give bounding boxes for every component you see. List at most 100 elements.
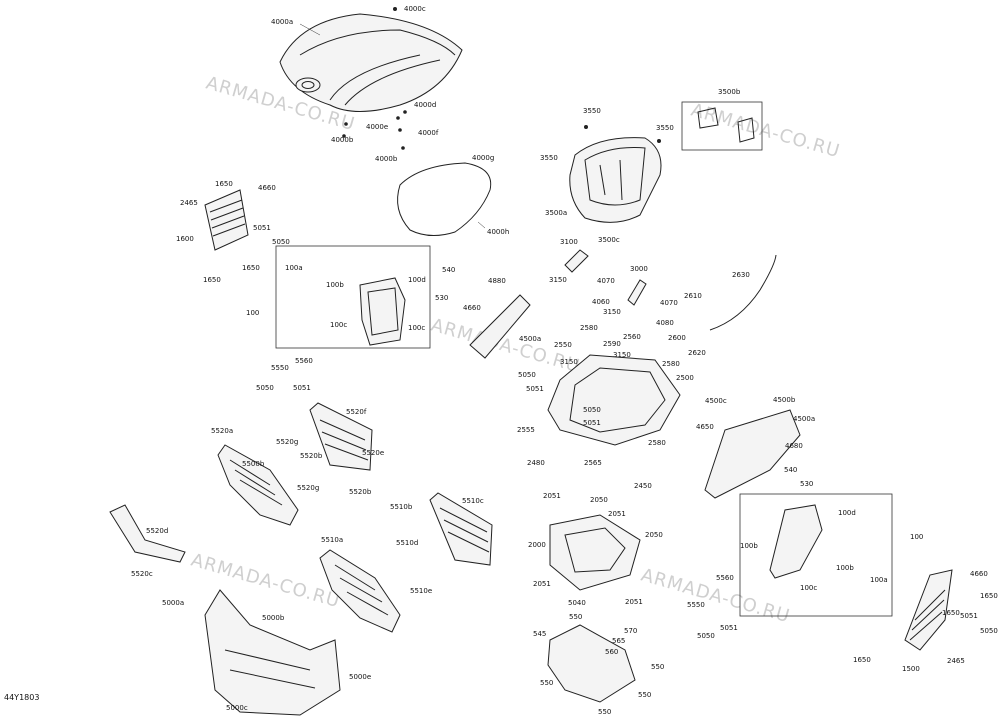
part-label: 5560 [716,574,734,582]
part-label: 2580 [648,439,666,447]
part-label: 550 [569,613,582,621]
part-label: 4000h [487,228,509,236]
part-label: 4000e [366,123,388,131]
part-label: 100d [838,509,856,517]
detail-box-100-lower [739,493,893,617]
part-label: 1650 [853,656,871,664]
storage-bin-part [569,137,662,223]
part-label: 100c [330,321,347,329]
part-label: 1650 [203,276,221,284]
bumper-detail [224,649,316,689]
part-label: 5520e [362,449,384,457]
part-label: 100 [246,309,259,317]
hood-fasteners [342,110,407,150]
part-label: 5550 [687,601,705,609]
latch-part [737,117,755,143]
screw [657,139,661,143]
grille-slats [439,507,490,553]
part-label: 5510b [390,503,413,511]
part-label: 5520a [211,427,233,435]
side-grille-right-part [904,569,953,651]
part-label: 100d [408,276,426,284]
leader-line [299,23,321,36]
part-label: 1650 [980,592,998,600]
part-label: 5520g [276,438,298,446]
part-label: 2050 [645,531,663,539]
bracket-detail [564,527,626,573]
bracket-part [627,279,647,306]
part-label: 5520c [131,570,153,578]
headlight-bracket-part [359,277,406,346]
part-label: 2620 [688,349,706,357]
part-label: 540 [784,466,797,474]
part-label: 2580 [662,360,680,368]
part-label: 2550 [554,341,572,349]
part-label: 1650 [215,180,233,188]
part-label: 4000b [331,136,354,144]
part-label: 100 [910,533,923,541]
part-label: 550 [540,679,553,687]
hood-seal-ring [397,162,492,236]
part-label: 2630 [732,271,750,279]
part-label: 2051 [625,598,643,606]
cable-part [709,254,777,331]
side-trim-part [469,294,531,359]
part-label: 100a [870,576,888,584]
upper-grille-part [309,402,373,471]
part-label: 4500a [793,415,815,423]
part-label: 2610 [684,292,702,300]
part-label: 2050 [590,496,608,504]
latch-part [697,107,719,129]
grille-slats [909,589,946,641]
part-label: 2051 [608,510,626,518]
part-label: 2590 [603,340,621,348]
grille-slats [229,459,283,506]
part-label: 5050 [583,406,601,414]
part-label: 100b [740,542,758,550]
lower-grille-right-part [319,549,401,633]
part-label: 530 [800,480,813,488]
side-panel-part [704,409,801,499]
part-label: 565 [612,637,625,645]
part-label: 3150 [613,351,631,359]
part-label: 5050 [980,627,998,635]
part-label: 1650 [942,609,960,617]
part-label: 2465 [947,657,965,665]
part-label: 4000c [404,5,426,13]
part-label: 3500c [598,236,620,244]
part-label: 2565 [584,459,602,467]
part-label: 1650 [242,264,260,272]
part-label: 1600 [176,235,194,243]
part-label: 5520g [297,484,319,492]
central-frame-part [547,354,681,446]
part-label: 550 [638,691,651,699]
part-label: 4500b [773,396,796,404]
part-label: 3150 [603,308,621,316]
part-label: 4660 [463,304,481,312]
part-label: 5050 [697,632,715,640]
part-label: 4650 [696,423,714,431]
part-label: 5000e [349,673,371,681]
detail-box-100-upper [275,245,431,349]
headlight-bracket-right-part [769,504,823,579]
part-label: 5500b [242,460,265,468]
hood-cover-part [279,13,463,112]
part-label: 2051 [543,492,561,500]
part-label: 4080 [656,319,674,327]
part-label: 5560 [295,357,313,365]
part-label: 5510e [410,587,432,595]
part-label: 5550 [271,364,289,372]
screw [584,125,588,129]
part-label: 545 [533,630,546,638]
part-label: 5050 [256,384,274,392]
part-label: 4000d [414,101,436,109]
part-label: 3550 [540,154,558,162]
grille-slats [319,419,369,461]
part-label: 5050 [518,371,536,379]
part-label: 100b [836,564,854,572]
part-label: 540 [442,266,455,274]
bracket-part [564,249,589,273]
part-label: 5510d [396,539,418,547]
leader-line [477,221,486,229]
